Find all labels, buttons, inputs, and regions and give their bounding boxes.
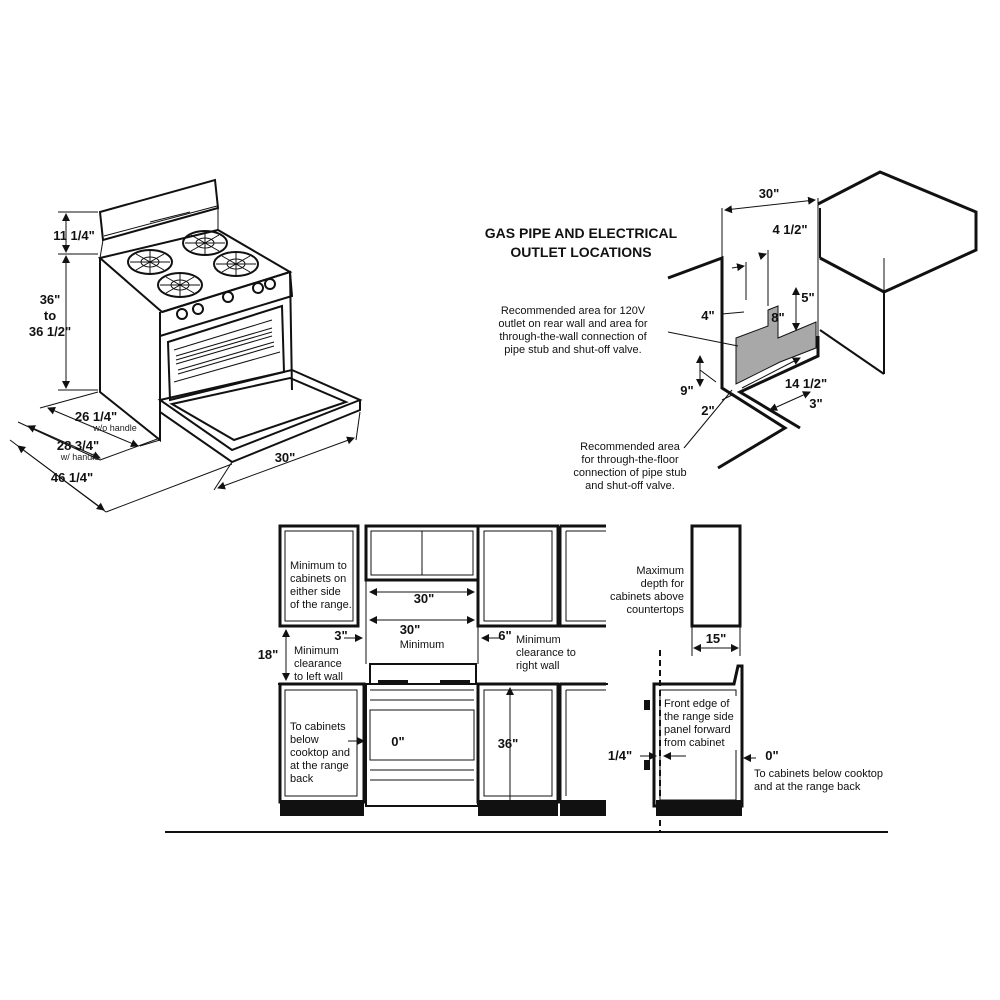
cabinets-note-1: To cabinets below cooktop <box>754 768 883 780</box>
knob <box>176 308 188 320</box>
dim-8-label: 8" <box>771 310 784 325</box>
gas-title-line2: OUTLET LOCATIONS <box>510 244 651 260</box>
below-note-4: at the range <box>290 760 349 772</box>
below-note-2: below <box>290 734 319 746</box>
range-front <box>365 663 479 807</box>
depth-door-open-label: 46 1/4" <box>51 470 93 485</box>
min-cabinets-note-4: of the range. <box>290 599 352 611</box>
side-clearance-diagram: 15" Maximum depth for cabinets above cou… <box>608 524 883 832</box>
floor-note-line4: and shut-off valve. <box>585 480 675 492</box>
width-30-label: 30" <box>414 591 435 606</box>
front-edge-note-1: Front edge of <box>664 698 730 710</box>
counter-height-label: 36" <box>498 736 519 751</box>
left-wall-note-2: clearance <box>294 658 342 670</box>
height-label-2: to <box>44 308 56 323</box>
wall-note-line4: pipe stub and shut-off valve. <box>504 344 641 356</box>
front-edge-note-4: from cabinet <box>664 737 725 749</box>
front-edge-note-3: panel forward <box>664 724 731 736</box>
left-gap-label: 3" <box>334 628 347 643</box>
below-note-3: cooktop and <box>290 747 350 759</box>
floor-note-line2: for through-the-floor <box>581 454 679 466</box>
dim-2-label: 2" <box>701 403 714 418</box>
knob <box>192 303 204 315</box>
right-wall-note-1: Minimum <box>516 634 561 646</box>
minimum-label: Minimum <box>400 639 445 651</box>
burner-grates <box>127 230 259 298</box>
alcove-outline <box>667 255 788 470</box>
front-edge-note-2: the range side <box>664 711 734 723</box>
gas-width-label: 30" <box>759 186 780 201</box>
floor-note-line1: Recommended area <box>580 441 681 453</box>
height-label-3: 36 1/2" <box>29 324 71 339</box>
oven-door <box>157 368 363 452</box>
gas-title-line1: GAS PIPE AND ELECTRICAL <box>485 225 678 241</box>
max-depth-note-1: Maximum <box>636 565 684 577</box>
right-gap-label: 6" <box>498 628 511 643</box>
adjacent-cabinet <box>817 170 978 294</box>
dim-5-label: 5" <box>801 290 814 305</box>
knob <box>264 278 276 290</box>
below-note-1: To cabinets <box>290 721 346 733</box>
front-clearance-diagram: 30" 30" Minimum 3" 6" 18" 36" 0" Minimum… <box>165 524 888 833</box>
toe-kick-side <box>656 800 742 816</box>
range-width-label: 30" <box>275 450 296 465</box>
right-wall-note-3: right wall <box>516 660 559 672</box>
range-dimensions: 11 1/4" 36" to 36 1/2" 26 1/4" w/o handl… <box>9 211 361 513</box>
toe-kick-right <box>478 800 558 816</box>
range-isometric <box>97 178 363 464</box>
min-cabinets-note-1: Minimum to <box>290 560 347 572</box>
zero-gap-label: 0" <box>391 734 404 749</box>
min-cabinets-note-2: cabinets on <box>290 573 346 585</box>
left-wall-dim-label: 18" <box>258 647 279 662</box>
gas-pipe-diagram: GAS PIPE AND ELECTRICAL OUTLET LOCATIONS… <box>485 170 978 492</box>
height-label-1: 36" <box>40 292 61 307</box>
cooktop-surface <box>97 228 293 314</box>
depth-with-handle-note: w/ handle <box>60 452 100 462</box>
wall-note-line1: Recommended area for 120V <box>501 305 646 317</box>
max-depth-note-2: depth for <box>641 578 685 590</box>
depth-no-handle-note: w/o handle <box>92 423 137 433</box>
toe-kick-left <box>280 800 364 816</box>
knob <box>222 291 234 303</box>
dim-4-label: 4" <box>701 308 714 323</box>
left-wall-note-3: to left wall <box>294 671 343 683</box>
dim-3-label: 3" <box>809 396 822 411</box>
quarter-inch-label: 1/4" <box>608 748 632 763</box>
offset-4-1-2-label: 4 1/2" <box>772 222 807 237</box>
side-zero-gap-label: 0" <box>765 748 778 763</box>
wall-note-line2: outlet on rear wall and area for <box>498 318 648 330</box>
dim-9-label: 9" <box>680 383 693 398</box>
right-wall-note-2: clearance to <box>516 647 576 659</box>
cabinets-note-2: and at the range back <box>754 781 861 793</box>
range-side-view <box>652 664 744 808</box>
width-30-min-label: 30" <box>400 622 421 637</box>
depth-no-handle-label: 26 1/4" <box>75 409 117 424</box>
floor-note-line3: connection of pipe stub <box>573 467 686 479</box>
upper-cabinet-left <box>278 524 360 628</box>
left-wall-note-1: Minimum <box>294 645 339 657</box>
backguard-height-label: 11 1/4" <box>53 228 95 243</box>
wall-note-line3: through-the-wall connection of <box>499 331 647 343</box>
max-depth-note-3: cabinets above <box>610 591 684 603</box>
max-depth-note-4: countertops <box>627 604 685 616</box>
upper-cabinet-right <box>476 524 560 628</box>
depth-15-label: 15" <box>706 631 727 646</box>
knob <box>252 282 264 294</box>
depth-with-handle-label: 28 3/4" <box>57 438 99 453</box>
min-cabinets-note-3: either side <box>290 586 341 598</box>
dim-14-1-2-label: 14 1/2" <box>785 376 827 391</box>
below-note-5: back <box>290 773 314 785</box>
upper-cabinet-side <box>690 524 742 628</box>
